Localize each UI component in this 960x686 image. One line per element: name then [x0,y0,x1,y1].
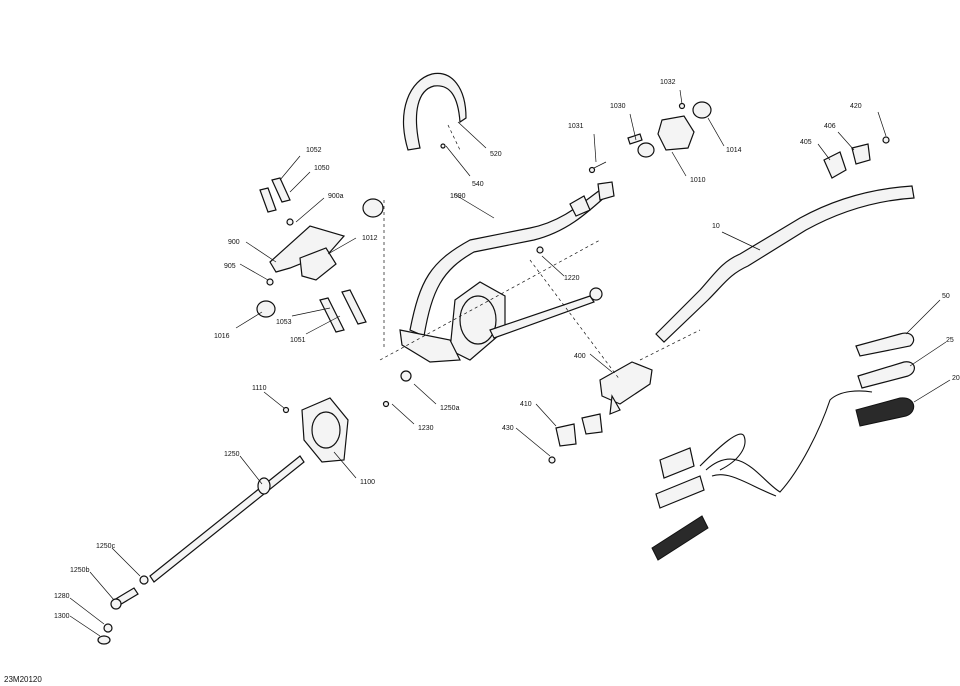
callout-1220: 1220 [564,275,580,282]
callout-1100: 1100 [360,479,375,486]
callout-1250a: 1250a [440,405,460,412]
diagram-reference-code: 23M20120 [4,675,42,684]
callout-540: 540 [472,181,484,188]
callout-20: 20 [952,375,960,382]
callout-10: 10 [712,223,720,230]
callout-400: 400 [574,353,586,360]
callout-1032: 1032 [660,79,676,86]
grab-handle-part [403,72,467,151]
switch-bracket-part [256,177,385,350]
handlebar-part [655,136,915,343]
handlebar-clamp-part [548,361,653,464]
callout-1030: 1030 [610,103,626,110]
callout-406: 406 [824,123,836,130]
callout-900: 900 [228,239,240,246]
callout-1090: 1090 [450,193,466,200]
callout-50: 50 [942,293,950,300]
callout-520: 520 [490,151,502,158]
callout-1250c: 1250c [96,543,116,550]
callout-905: 905 [224,263,236,270]
callout-1014: 1014 [726,147,742,154]
callout-1052: 1052 [306,147,322,154]
callout-1010: 1010 [690,177,706,184]
callout-410: 410 [520,401,532,408]
callout-1050: 1050 [314,165,330,172]
handlebar-grips-part [651,332,915,561]
callout-1250b: 1250b [70,567,90,574]
callout-labels: 520 540 1031 1030 1032 1014 1010 420 406 405 10 105… [54,79,960,620]
callout-1300: 1300 [54,613,70,620]
callout-1250: 1250 [224,451,240,458]
callout-405: 405 [800,139,812,146]
callout-1053: 1053 [276,319,292,326]
callout-900a: 900a [328,193,344,200]
callout-1230: 1230 [418,425,434,432]
steering-shaft-part [97,455,305,645]
callout-1016: 1016 [214,333,230,340]
callout-1110: 1110 [252,385,267,392]
switch-housing-part [588,101,712,174]
leader-lines [69,89,951,637]
callout-1012: 1012 [362,235,378,242]
callout-420: 420 [850,103,862,110]
steering-column-part [399,181,615,363]
callout-1280: 1280 [54,593,70,600]
callout-1031: 1031 [568,123,584,130]
callout-430: 430 [502,425,514,432]
callout-1051: 1051 [290,337,306,344]
steering-housing-part [282,370,412,463]
callout-25: 25 [946,337,954,344]
